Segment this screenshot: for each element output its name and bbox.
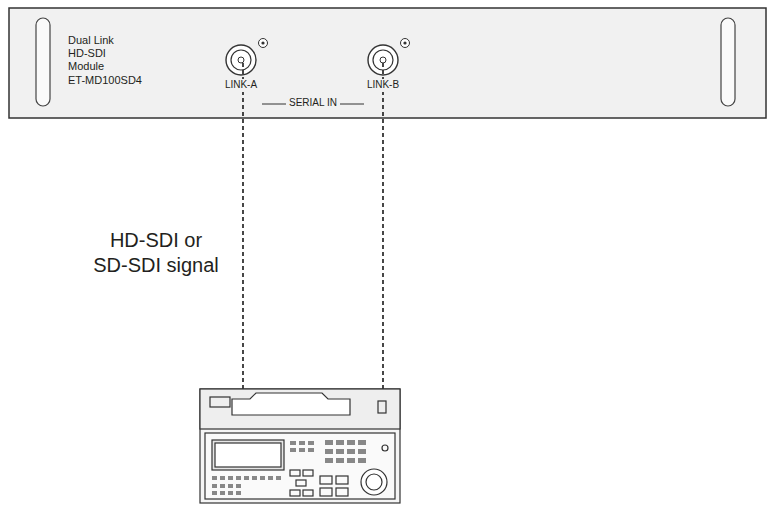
panel-slot — [721, 18, 735, 106]
module-panel — [9, 8, 766, 118]
connector-label: LINK-A — [222, 79, 260, 92]
input-group-label: SERIAL IN — [286, 97, 340, 110]
bnc-connector — [368, 39, 410, 76]
module-panel: Dual Link HD-SDI Module ET-MD100SD4 — [9, 8, 766, 118]
module-name: Dual Link HD-SDI Module ET-MD100SD4 — [68, 34, 130, 87]
vtr-device — [200, 389, 400, 503]
connector-label: LINK-B — [364, 79, 402, 92]
signal-cable — [382, 63, 384, 394]
signal-label: HD-SDI or SD-SDI signal — [73, 228, 239, 278]
panel-slot — [36, 18, 50, 106]
signal-cable — [242, 63, 244, 394]
bnc-connector — [226, 39, 268, 76]
